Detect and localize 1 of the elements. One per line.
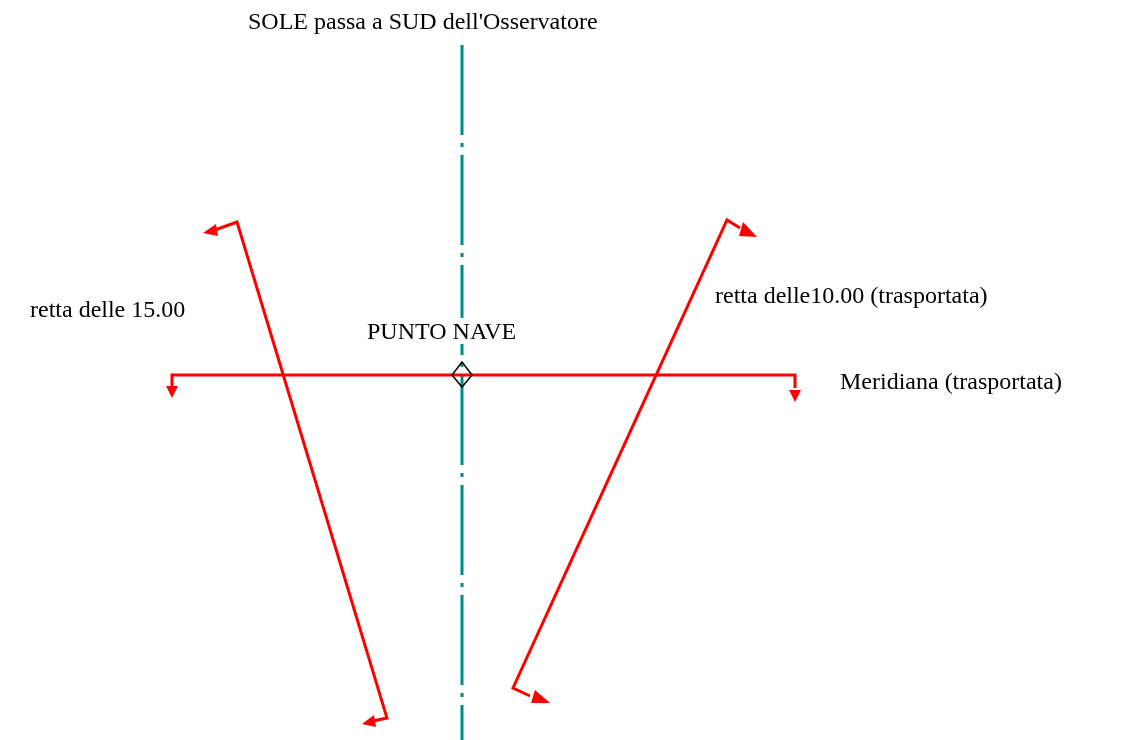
fix-label: PUNTO NAVE [367,318,517,345]
